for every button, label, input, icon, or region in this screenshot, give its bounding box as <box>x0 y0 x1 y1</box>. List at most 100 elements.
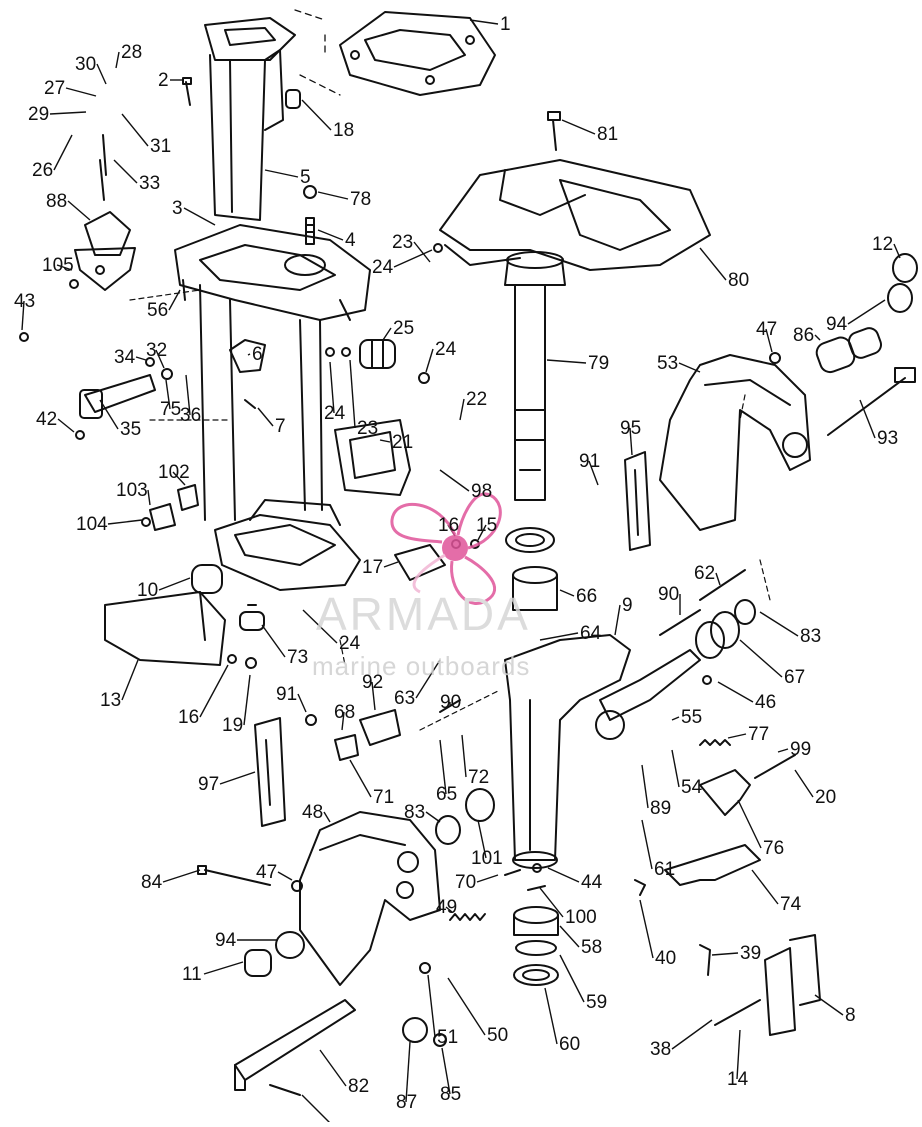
leader-line-46 <box>717 681 754 703</box>
part-bushing-58 <box>513 906 559 936</box>
callout-71: 71 <box>373 787 394 808</box>
leader-line-91b <box>297 693 307 713</box>
callout-16a: 16 <box>438 515 459 536</box>
leader-line-61 <box>641 819 653 870</box>
callout-94b: 94 <box>215 930 237 951</box>
callout-44: 44 <box>581 872 603 893</box>
part-exhaust-housing <box>204 17 296 221</box>
part-swivel-housing-9 <box>504 634 701 869</box>
leader-line-91a <box>588 460 599 486</box>
leader-line-47a <box>765 328 773 353</box>
part-screw-2 <box>182 77 192 106</box>
leader-line-17 <box>383 561 399 568</box>
leader-line-64 <box>539 632 579 641</box>
callout-83a: 83 <box>800 626 821 647</box>
leader-line-56 <box>168 289 181 311</box>
callout-55: 55 <box>681 707 702 728</box>
callout-31: 31 <box>150 136 171 157</box>
leader-line-33 <box>113 159 138 184</box>
leader-line-12 <box>893 243 901 259</box>
callout-40: 40 <box>655 948 676 969</box>
leader-line-88 <box>67 200 91 221</box>
leader-line-23a <box>413 241 431 263</box>
part-ring-60 <box>513 964 559 986</box>
leader-line-68 <box>341 711 345 731</box>
callout-24d: 24 <box>339 633 361 654</box>
part-rod-93 <box>827 367 916 436</box>
part-pin-70 <box>504 869 521 876</box>
leader-line-13 <box>121 659 139 701</box>
leader-line-63 <box>415 659 441 699</box>
callout-35: 35 <box>120 419 141 440</box>
part-cap-11 <box>244 949 272 977</box>
callout-86: 86 <box>793 325 814 346</box>
part-stern-bracket-48 <box>299 811 441 986</box>
watermark-tagline: marine outboards <box>312 651 530 681</box>
callout-50: 50 <box>487 1025 508 1046</box>
leader-line-94a <box>847 299 886 325</box>
leader-line-20 <box>794 769 814 798</box>
leader-line-76 <box>737 799 762 849</box>
callout-62: 62 <box>694 563 715 584</box>
part-plate-97 <box>254 717 286 827</box>
leader-line-14 <box>736 1029 741 1080</box>
part-cover-13 <box>104 591 226 666</box>
leader-line-67 <box>739 639 783 678</box>
part-spring-77 <box>699 739 731 746</box>
part-fasteners <box>19 243 781 974</box>
callout-21: 21 <box>392 432 413 453</box>
callout-54: 54 <box>681 777 703 798</box>
leader-line-39 <box>711 952 739 956</box>
callout-32: 32 <box>146 340 167 361</box>
part-bushing-67 <box>695 611 740 659</box>
callout-66: 66 <box>576 586 597 607</box>
leader-line-48 <box>323 811 331 823</box>
part-swivel-bracket-80 <box>439 159 711 271</box>
callout-47a: 47 <box>756 319 777 340</box>
leader-line-99 <box>777 748 789 753</box>
leader-line-5 <box>264 169 299 178</box>
callout-10: 10 <box>137 580 158 601</box>
part-adapter-housing <box>174 224 371 521</box>
part-bracket-21 <box>334 419 411 496</box>
part-cavitation-plate <box>214 499 361 591</box>
callout-64: 64 <box>580 623 602 644</box>
callout-81: 81 <box>597 124 618 145</box>
callout-98: 98 <box>471 481 492 502</box>
part-plate-71 <box>334 734 359 761</box>
callout-53: 53 <box>657 353 678 374</box>
callout-4: 4 <box>345 230 356 251</box>
part-screw-69 <box>269 1084 301 1096</box>
leader-line-25 <box>382 327 392 341</box>
callout-6: 6 <box>252 344 263 365</box>
callout-84: 84 <box>141 872 163 893</box>
leader-line-1 <box>469 19 499 25</box>
part-ring-64 <box>505 527 555 553</box>
part-washer-83b <box>435 815 461 845</box>
callout-13: 13 <box>100 690 121 711</box>
callout-24a: 24 <box>372 257 394 278</box>
part-grommet-18 <box>285 89 301 109</box>
part-oring-59 <box>515 940 557 956</box>
callout-34: 34 <box>114 347 136 368</box>
leader-line-24a <box>393 249 433 268</box>
callout-91a: 91 <box>579 451 600 472</box>
part-rod-14 <box>714 999 761 1026</box>
callout-33: 33 <box>139 173 160 194</box>
part-spring-49 <box>449 913 486 921</box>
leader-line-19 <box>243 674 251 726</box>
leader-line-44 <box>547 867 580 883</box>
callout-48: 48 <box>302 802 323 823</box>
part-backing-plate-82 <box>234 999 356 1091</box>
callout-101: 101 <box>471 848 503 869</box>
part-lever-76 <box>699 769 751 816</box>
leader-line-24d <box>302 609 338 644</box>
part-bushing-101 <box>465 788 495 822</box>
leader-line-24b <box>425 348 434 373</box>
callout-9: 9 <box>622 595 633 616</box>
leader-line-79 <box>546 359 587 364</box>
callout-8: 8 <box>845 1005 856 1026</box>
callout-76: 76 <box>763 838 784 859</box>
callout-73: 73 <box>287 647 308 668</box>
leader-line-22 <box>459 398 465 421</box>
